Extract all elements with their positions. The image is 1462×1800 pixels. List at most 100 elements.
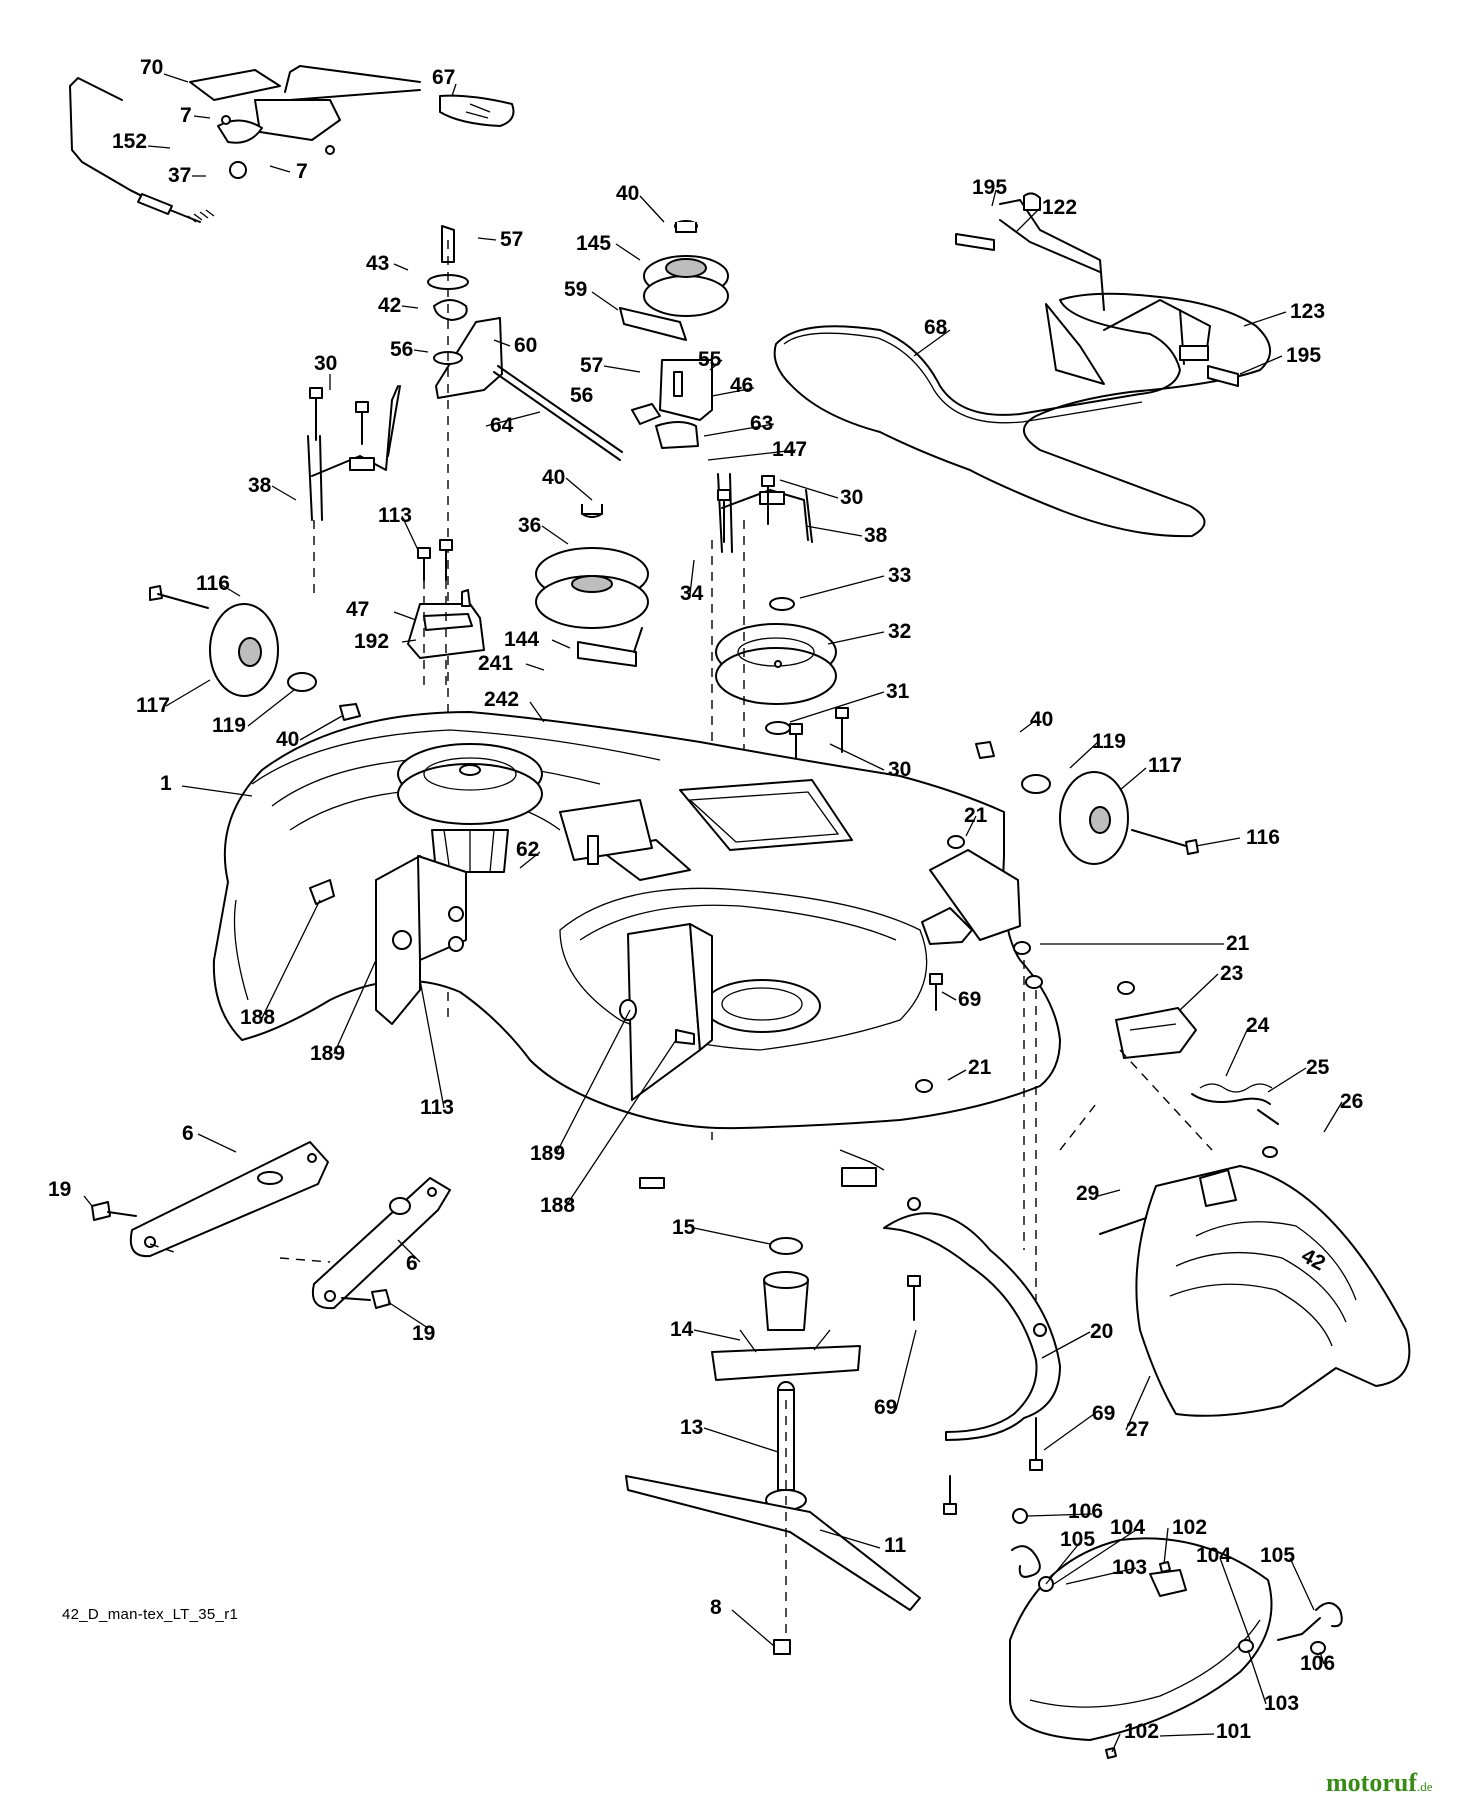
callout-69-lower: 69 bbox=[1092, 1402, 1115, 1425]
callout-192: 192 bbox=[354, 630, 389, 653]
callout-103-right: 103 bbox=[1264, 1692, 1299, 1715]
lift-links-38 bbox=[307, 385, 813, 600]
callout-123: 123 bbox=[1290, 300, 1325, 323]
bracket-47 bbox=[407, 539, 485, 690]
bolts-30 bbox=[309, 387, 849, 767]
callout-30-right: 30 bbox=[840, 486, 863, 509]
idler-pulley-145 bbox=[619, 220, 729, 449]
callout-64: 64 bbox=[490, 414, 514, 437]
callout-30-left: 30 bbox=[314, 352, 337, 375]
deck-brackets-189 bbox=[309, 799, 713, 1101]
callout-25: 25 bbox=[1306, 1056, 1330, 1079]
spindle-pulley-32 bbox=[711, 520, 837, 1140]
callout-19-left: 19 bbox=[48, 1178, 71, 1201]
callout-57-middle: 57 bbox=[580, 354, 603, 377]
callout-21-right: 21 bbox=[1226, 932, 1250, 955]
callout-195-lower: 195 bbox=[1286, 344, 1321, 367]
callout-103-left: 103 bbox=[1112, 1556, 1147, 1579]
callout-104-left: 104 bbox=[1110, 1516, 1145, 1539]
callout-116-right: 116 bbox=[1246, 826, 1280, 849]
callout-37: 37 bbox=[168, 164, 191, 187]
callout-15: 15 bbox=[672, 1216, 696, 1239]
callout-1: 1 bbox=[160, 772, 172, 795]
callout-56-middle: 56 bbox=[570, 384, 593, 407]
callout-144: 144 bbox=[504, 628, 539, 651]
callout-105-left: 105 bbox=[1060, 1528, 1095, 1551]
callout-55: 55 bbox=[698, 348, 722, 371]
callout-7-lower: 7 bbox=[296, 160, 308, 183]
callout-21-top: 21 bbox=[964, 804, 988, 827]
deck-pulley-36 bbox=[535, 504, 649, 667]
callout-23: 23 bbox=[1220, 962, 1243, 985]
callout-145: 145 bbox=[576, 232, 611, 255]
callout-7-upper: 7 bbox=[180, 104, 192, 127]
leader-lines bbox=[83, 73, 1343, 1753]
watermark-name: motoruf bbox=[1326, 1768, 1417, 1797]
callout-40-idler: 40 bbox=[616, 182, 639, 205]
callout-11: 11 bbox=[884, 1534, 907, 1557]
callout-46: 46 bbox=[730, 374, 753, 397]
watermark-suffix: .de bbox=[1416, 1779, 1433, 1794]
callout-67: 67 bbox=[432, 66, 455, 89]
callout-40-pulley: 40 bbox=[542, 466, 565, 489]
callout-189-left: 189 bbox=[310, 1042, 345, 1065]
callout-6-lower: 6 bbox=[406, 1252, 418, 1275]
lift-rod-assembly bbox=[69, 65, 515, 223]
wheel-assembly-left bbox=[149, 585, 361, 721]
callout-59: 59 bbox=[564, 278, 587, 301]
callout-19-right: 19 bbox=[412, 1322, 435, 1345]
callout-105-right: 105 bbox=[1260, 1544, 1295, 1567]
callout-188-left: 188 bbox=[240, 1006, 275, 1029]
drive-belt-68 bbox=[773, 192, 1271, 538]
watermark-logo: motoruf.de bbox=[1326, 1768, 1433, 1798]
callout-102-lower: 102 bbox=[1124, 1720, 1159, 1743]
callout-113-lower: 113 bbox=[420, 1096, 454, 1119]
callout-26: 26 bbox=[1340, 1090, 1363, 1113]
callout-102-upper: 102 bbox=[1172, 1516, 1207, 1539]
callout-113-upper: 113 bbox=[378, 504, 412, 527]
callout-42: 42 bbox=[378, 294, 401, 317]
stabilizer-arms-6 bbox=[91, 1141, 451, 1310]
callout-117-left: 117 bbox=[136, 694, 170, 717]
callout-68: 68 bbox=[924, 316, 948, 339]
callout-57-upper: 57 bbox=[500, 228, 523, 251]
callout-119-left: 119 bbox=[212, 714, 246, 737]
callout-31: 31 bbox=[886, 680, 910, 703]
callout-43: 43 bbox=[366, 252, 389, 275]
callout-38-left: 38 bbox=[248, 474, 272, 497]
callout-69-upper: 69 bbox=[958, 988, 981, 1011]
callout-104-right: 104 bbox=[1196, 1544, 1231, 1567]
callout-241: 241 bbox=[478, 652, 513, 675]
callout-33: 33 bbox=[888, 564, 911, 587]
callout-62: 62 bbox=[516, 838, 539, 861]
callout-29: 29 bbox=[1076, 1182, 1099, 1205]
blade-spindle-assembly bbox=[625, 1237, 921, 1655]
callout-188-right: 188 bbox=[540, 1194, 575, 1217]
callout-40-right-wheel: 40 bbox=[1030, 708, 1053, 731]
callout-40-left-wheel: 40 bbox=[276, 728, 299, 751]
callout-152: 152 bbox=[112, 130, 147, 153]
callout-147: 147 bbox=[772, 438, 807, 461]
callout-24: 24 bbox=[1246, 1014, 1270, 1037]
callout-106-upper: 106 bbox=[1068, 1500, 1103, 1523]
idler-arm-assembly bbox=[427, 225, 623, 1020]
callout-119-right: 119 bbox=[1092, 730, 1126, 753]
callout-122: 122 bbox=[1042, 196, 1077, 219]
mulch-cover-101 bbox=[1009, 1508, 1343, 1759]
callout-20: 20 bbox=[1090, 1320, 1113, 1343]
callout-189-right: 189 bbox=[530, 1142, 565, 1165]
callout-56-left: 56 bbox=[390, 338, 413, 361]
callout-69-middle: 69 bbox=[874, 1396, 897, 1419]
callout-13: 13 bbox=[680, 1416, 703, 1439]
callout-195-upper: 195 bbox=[972, 176, 1007, 199]
left-spindle-pulley bbox=[397, 743, 543, 873]
callout-38-right: 38 bbox=[864, 524, 888, 547]
callout-36: 36 bbox=[518, 514, 541, 537]
deflector-bracket-20 bbox=[883, 1197, 1061, 1515]
discharge-chute-27 bbox=[1099, 1165, 1411, 1417]
callout-70: 70 bbox=[140, 56, 163, 79]
callout-60: 60 bbox=[514, 334, 537, 357]
callout-101: 101 bbox=[1216, 1720, 1251, 1743]
callout-47: 47 bbox=[346, 598, 369, 621]
